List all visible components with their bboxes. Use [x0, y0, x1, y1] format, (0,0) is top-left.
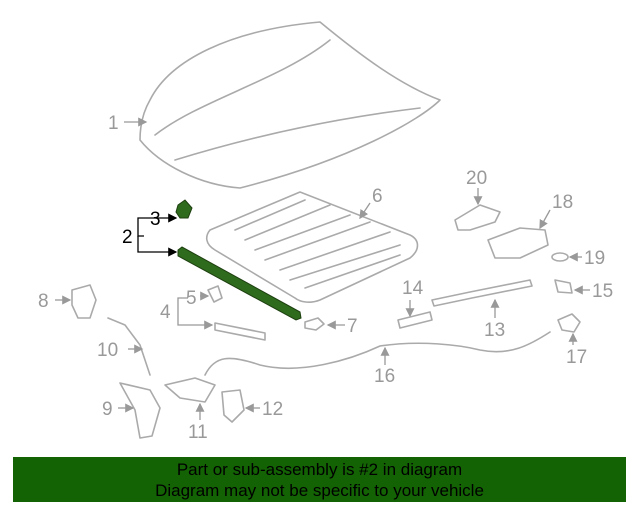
prop-rod-holder-part[interactable] — [207, 285, 223, 303]
hinge-upper-part[interactable] — [454, 204, 501, 231]
hood-insulator-part[interactable] — [205, 191, 419, 303]
cable-part[interactable] — [204, 331, 551, 376]
callout-8[interactable]: 8 — [38, 291, 49, 312]
callout-1[interactable]: 1 — [108, 113, 119, 134]
callout-4[interactable]: 4 — [160, 302, 171, 323]
seal-clip-part[interactable] — [175, 199, 193, 219]
callout-16[interactable]: 16 — [374, 366, 395, 387]
callout-2[interactable]: 2 — [122, 227, 133, 248]
hinge-part[interactable] — [487, 227, 549, 259]
handle-part[interactable] — [221, 389, 245, 423]
hood-lock-part[interactable] — [71, 284, 97, 319]
lift-support-part[interactable] — [431, 279, 533, 307]
hood-rod-part[interactable] — [214, 322, 266, 341]
info-banner: Part or sub-assembly is #2 in diagram Di… — [13, 457, 626, 502]
callout-13[interactable]: 13 — [484, 320, 505, 341]
washer-part[interactable] — [551, 252, 569, 262]
callout-7[interactable]: 7 — [347, 316, 358, 337]
clip-part[interactable] — [557, 313, 581, 333]
hood-seal-part[interactable] — [177, 246, 302, 321]
callout-18[interactable]: 18 — [552, 192, 573, 213]
release-cable-part[interactable] — [107, 317, 151, 376]
banner-line-disclaimer: Diagram may not be specific to your vehi… — [155, 481, 484, 500]
callout-19[interactable]: 19 — [584, 248, 605, 269]
hood-part[interactable] — [139, 21, 441, 189]
callout-15[interactable]: 15 — [592, 281, 613, 302]
bumper-part[interactable] — [304, 317, 325, 331]
release-handle-part[interactable] — [119, 382, 161, 439]
callout-9[interactable]: 9 — [102, 399, 113, 420]
callout-5[interactable]: 5 — [186, 288, 197, 309]
callout-3[interactable]: 3 — [150, 209, 161, 230]
lever-bracket-part[interactable] — [164, 377, 216, 403]
bolt-part[interactable] — [554, 279, 573, 294]
callout-12[interactable]: 12 — [262, 399, 283, 420]
banner-line-part-number: Part or sub-assembly is #2 in diagram — [176, 460, 463, 479]
callout-17[interactable]: 17 — [566, 347, 587, 368]
support-bracket-part[interactable] — [397, 311, 433, 329]
parts-diagram: 1 6 2 3 4 5 7 8 10 9 11 12 16 — [38, 21, 613, 443]
callout-10[interactable]: 10 — [97, 340, 118, 361]
callout-6[interactable]: 6 — [372, 186, 383, 207]
callout-11[interactable]: 11 — [188, 422, 208, 443]
callout-20[interactable]: 20 — [466, 168, 487, 189]
callout-14[interactable]: 14 — [402, 278, 424, 299]
